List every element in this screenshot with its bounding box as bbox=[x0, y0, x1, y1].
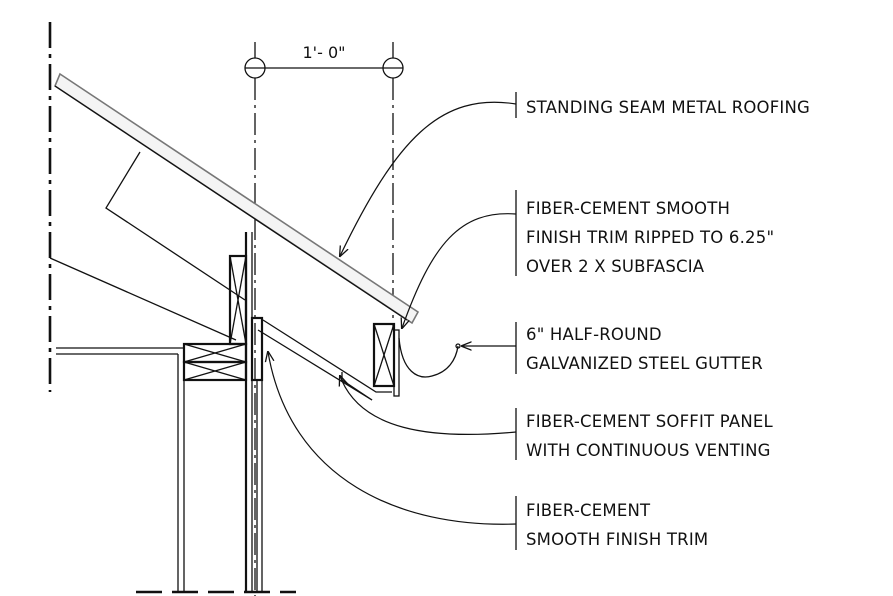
label-roofing: STANDING SEAM METAL ROOFING bbox=[526, 98, 810, 117]
metal-roofing bbox=[54, 72, 420, 325]
wall-section bbox=[56, 232, 296, 594]
subfascia-block bbox=[372, 322, 400, 397]
dimension-text: 1'- 0" bbox=[303, 43, 346, 62]
label-gutter-2: GALVANIZED STEEL GUTTER bbox=[526, 354, 763, 373]
label-soffit-2: WITH CONTINUOUS VENTING bbox=[526, 441, 771, 460]
fascia-trim bbox=[393, 329, 400, 397]
leader-trim-wall bbox=[268, 352, 517, 525]
label-trim-fascia-1: FIBER-CEMENT SMOOTH bbox=[526, 199, 730, 218]
leader-trim-fascia bbox=[402, 213, 517, 328]
half-round-gutter bbox=[398, 337, 459, 378]
leader-roofing bbox=[340, 101, 517, 256]
rafter bbox=[105, 151, 246, 301]
label-trim-wall-1: FIBER-CEMENT bbox=[526, 501, 651, 520]
dimension-group: 1'- 0" bbox=[244, 42, 404, 596]
roof-assembly bbox=[49, 72, 420, 401]
label-trim-wall-2: SMOOTH FINISH TRIM bbox=[526, 530, 708, 549]
label-trim-fascia-3: OVER 2 X SUBFASCIA bbox=[526, 257, 705, 276]
wall-trim bbox=[250, 316, 264, 382]
label-soffit-1: FIBER-CEMENT SOFFIT PANEL bbox=[526, 412, 774, 431]
label-trim-fascia-2: FINISH TRIM RIPPED TO 6.25" bbox=[526, 228, 774, 247]
leader-soffit bbox=[340, 376, 517, 436]
soffit-panel bbox=[262, 319, 392, 393]
wall-blocking bbox=[182, 254, 248, 382]
label-gutter-1: 6" HALF-ROUND bbox=[526, 325, 662, 344]
